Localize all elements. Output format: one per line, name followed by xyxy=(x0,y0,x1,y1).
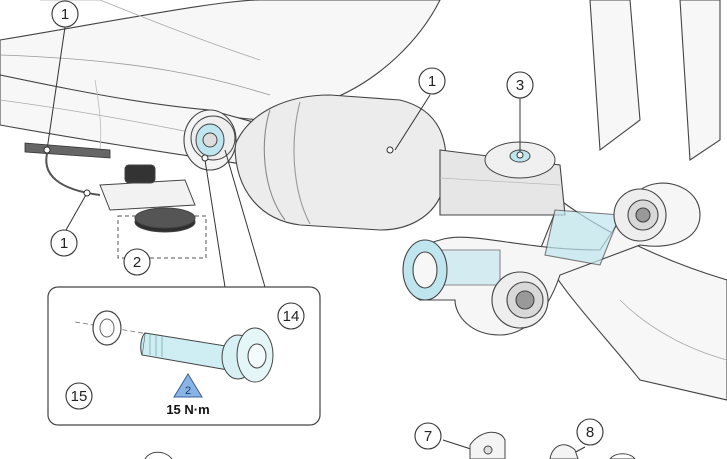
callout-14: 14 xyxy=(277,302,305,330)
callout-8: 8 xyxy=(576,418,604,446)
svg-text:2: 2 xyxy=(133,254,141,271)
torque-warning-icon xyxy=(173,373,203,398)
svg-text:3: 3 xyxy=(516,77,524,94)
detail-inset: 2 15 N·m xyxy=(47,286,321,426)
pivot-bolt xyxy=(190,115,236,161)
callout-7: 7 xyxy=(414,422,442,450)
svg-text:15: 15 xyxy=(71,388,88,405)
callout-1-shock: 1 xyxy=(418,67,446,95)
callout-3: 3 xyxy=(506,71,534,99)
svg-text:1: 1 xyxy=(428,73,436,90)
svg-text:7: 7 xyxy=(424,428,432,445)
svg-text:14: 14 xyxy=(283,308,300,325)
torque-value: 15 N·m xyxy=(166,402,209,417)
bolt-part xyxy=(140,327,274,383)
svg-text:1: 1 xyxy=(60,235,68,252)
rocker-link xyxy=(402,182,701,336)
detail-frame-2 xyxy=(117,215,207,259)
callout-1-top: 1 xyxy=(51,0,79,28)
lower-parts xyxy=(144,431,636,459)
remote-lever xyxy=(99,164,196,233)
cable-guide-plate xyxy=(24,142,111,159)
callout-2: 2 xyxy=(123,248,151,276)
callout-15: 15 xyxy=(65,382,93,410)
svg-text:1: 1 xyxy=(61,6,69,23)
svg-text:8: 8 xyxy=(586,424,594,441)
callout-1-left: 1 xyxy=(50,229,78,257)
step-number: 2 xyxy=(185,385,191,397)
